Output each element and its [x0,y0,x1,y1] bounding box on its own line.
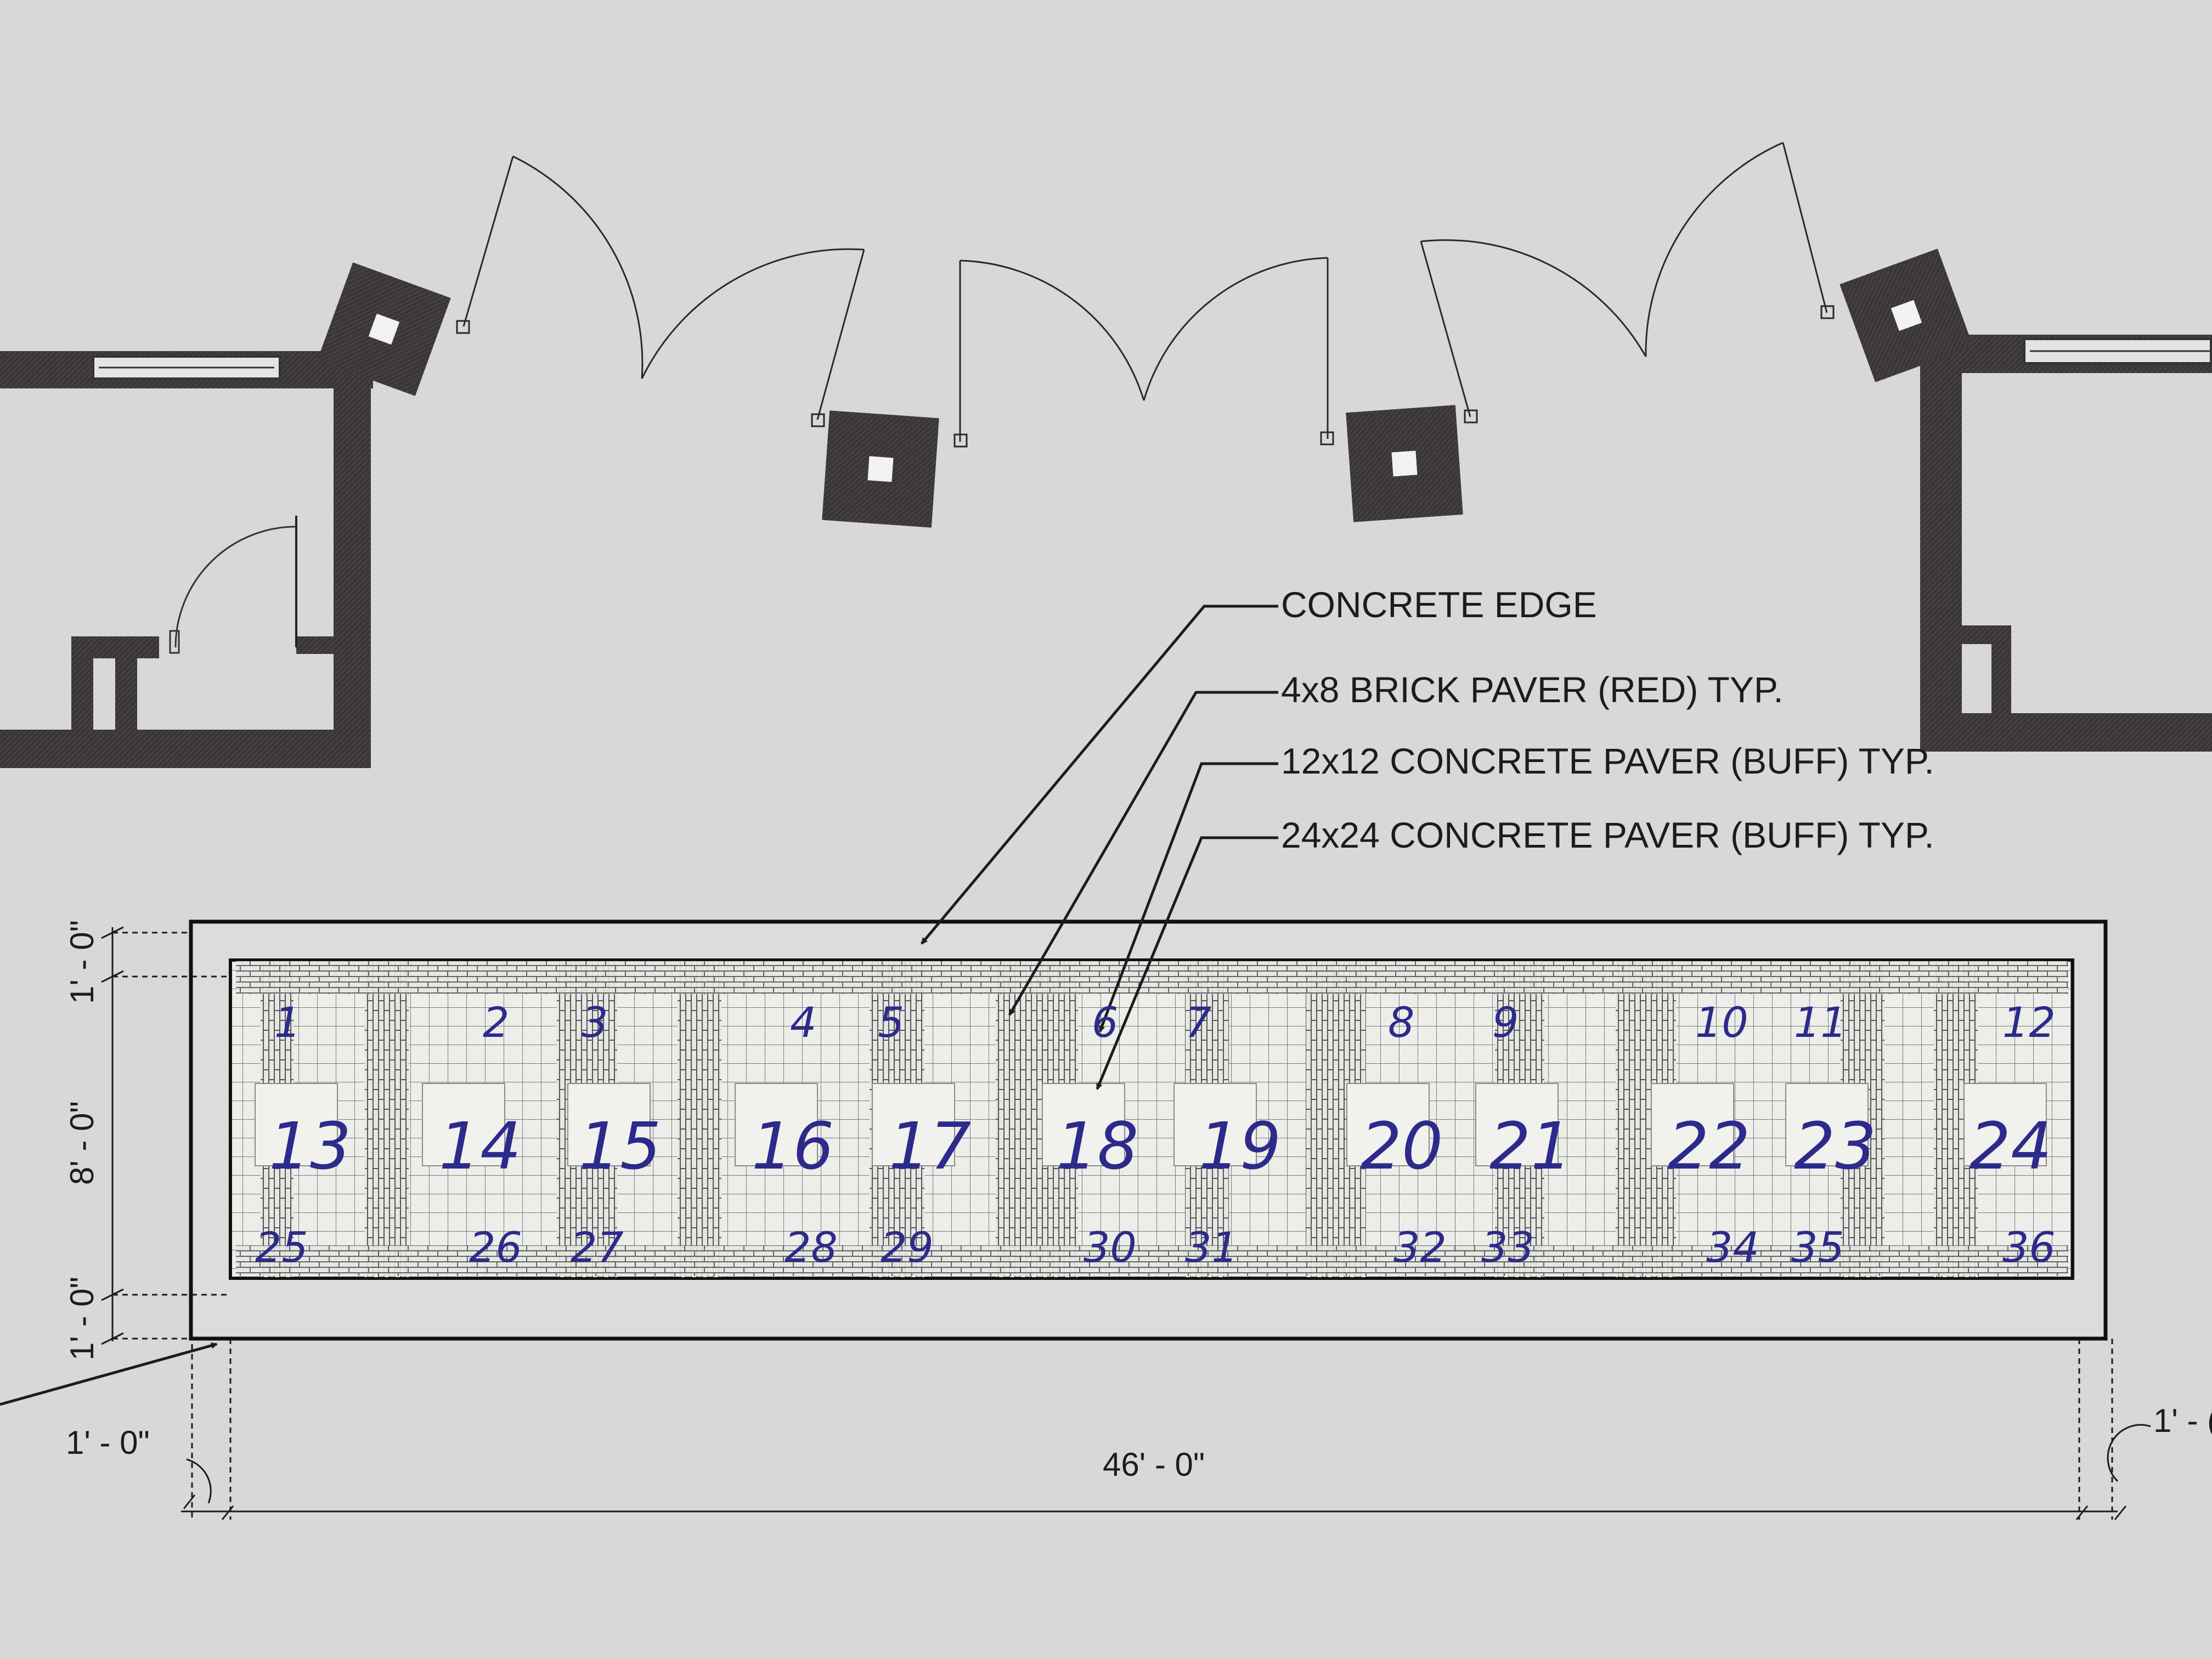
large-paver-square [1785,1083,1869,1166]
dim-right-offset: 1' - ( [2153,1402,2212,1439]
right-building-walls [1920,335,2212,752]
large-paver-square [1475,1083,1559,1166]
door-arc-4 [1143,257,1328,401]
column-center-right [1346,405,1463,522]
paver-number-middle: 23 [1794,1108,1876,1184]
patio-slab [189,919,2108,1341]
paver-number-bottom: 30 [1084,1223,1137,1272]
door-arc-3 [960,259,1145,401]
paver-number-middle: 18 [1056,1108,1138,1184]
paver-number-top: 4 [790,998,816,1047]
paver-number-middle: 21 [1489,1108,1572,1184]
door-leaf-5 [1420,241,1471,417]
paver-number-top: 3 [582,998,608,1047]
large-paver-square [1651,1083,1734,1166]
paver-field [229,958,2074,1280]
callout-brick-paver: 4x8 BRICK PAVER (RED) TYP. [1281,669,1784,710]
large-paver-square [735,1083,818,1166]
paver-number-bottom: 35 [1791,1223,1844,1272]
paver-number-top: 5 [878,998,904,1047]
large-paver-square [1963,1083,2047,1166]
paver-number-bottom: 32 [1393,1223,1447,1272]
paver-number-middle: 17 [889,1108,971,1184]
right-bottom-wall [1920,713,2212,752]
paver-number-bottom: 29 [881,1223,934,1272]
paver-number-top: 9 [1492,998,1519,1047]
leader-24x24-paver [1096,836,1278,1090]
door-arc-1 [512,155,644,379]
column-left-corner [317,262,451,396]
paver-number-bottom: 27 [571,1223,624,1272]
paver-number-bottom: 34 [1706,1223,1759,1272]
large-pavers [255,1083,2047,1166]
left-building-walls [0,351,373,768]
door-arc-2 [641,248,865,379]
large-paver-square [872,1083,955,1166]
paver-number-top: 1 [274,998,301,1047]
column-center-left [822,410,939,528]
paver-number-bottom: 26 [469,1223,522,1272]
paver-number-top: 12 [2002,998,2056,1047]
brick-band [678,961,721,1277]
paver-number-bottom: 31 [1185,1223,1238,1272]
paver-number-middle: 22 [1668,1108,1750,1184]
brick-strip [236,1245,2068,1276]
door-leaf-2 [816,249,865,420]
large-paver-square [1346,1083,1430,1166]
dim-bottom-edge: 1' - 0" [64,1277,100,1361]
callout-24x24-paver: 24x24 CONCRETE PAVER (BUFF) TYP. [1281,815,1934,855]
paver-number-top: 6 [1092,998,1118,1047]
large-paver-square [1042,1083,1125,1166]
paver-number-middle: 16 [752,1108,834,1184]
paver-number-middle: 20 [1361,1108,1443,1184]
large-paver-square [567,1083,651,1166]
door-swings [456,142,1835,448]
callouts: CONCRETE EDGE 4x8 BRICK PAVER (RED) TYP.… [0,584,1934,1406]
column-right-corner [1839,249,1973,382]
leader-brick-paver [1008,691,1278,1016]
paver-number-middle: 14 [439,1108,521,1184]
paver-number-bottom: 33 [1481,1223,1534,1272]
leader-left [0,1342,218,1406]
paver-number-top: 7 [1185,998,1211,1047]
paver-number-bottom: 36 [2002,1223,2056,1272]
large-paver-square [255,1083,338,1166]
brick-band [365,961,409,1277]
paver-number-bottom: 25 [255,1223,308,1272]
columns [317,249,1973,528]
door-leaf-6 [1782,142,1828,313]
dimension-labels: 1' - 0" 8' - 0" 1' - 0" 1' - 0" 46' - 0"… [64,920,2212,1483]
dim-height: 8' - 0" [64,1101,100,1185]
paver-number-bottom: 28 [785,1223,838,1272]
door-leaf-1 [462,156,514,327]
dim-overall-width: 46' - 0" [1103,1446,1205,1483]
paver-number-top: 10 [1695,998,1748,1047]
leader-concrete-edge [921,605,1278,945]
left-bottom-wall [0,730,371,768]
paver-number-middle: 19 [1199,1108,1281,1184]
paver-number-top: 11 [1794,998,1847,1047]
large-paver-square [422,1083,505,1166]
dimensions [101,926,2151,1520]
left-side-wall [334,351,371,768]
paver-number-middle: 24 [1970,1108,2052,1184]
door-arc-5 [1420,239,1647,357]
leader-12x12-paver [1098,762,1278,1032]
paver-number-top: 8 [1388,998,1414,1047]
right-side-wall [1920,368,1962,752]
brick-strip [236,961,2068,994]
paver-number-middle: 13 [269,1108,351,1184]
paver-number-top: 2 [483,998,509,1047]
dim-top-edge: 1' - 0" [64,920,100,1004]
door-arc-6 [1645,142,1784,357]
callout-12x12-paver: 12x12 CONCRETE PAVER (BUFF) TYP. [1281,741,1934,781]
large-paver-square [1173,1083,1257,1166]
callout-concrete-edge: CONCRETE EDGE [1281,584,1597,625]
paver-number-middle: 15 [579,1108,661,1184]
dim-left-offset: 1' - 0" [66,1424,150,1461]
